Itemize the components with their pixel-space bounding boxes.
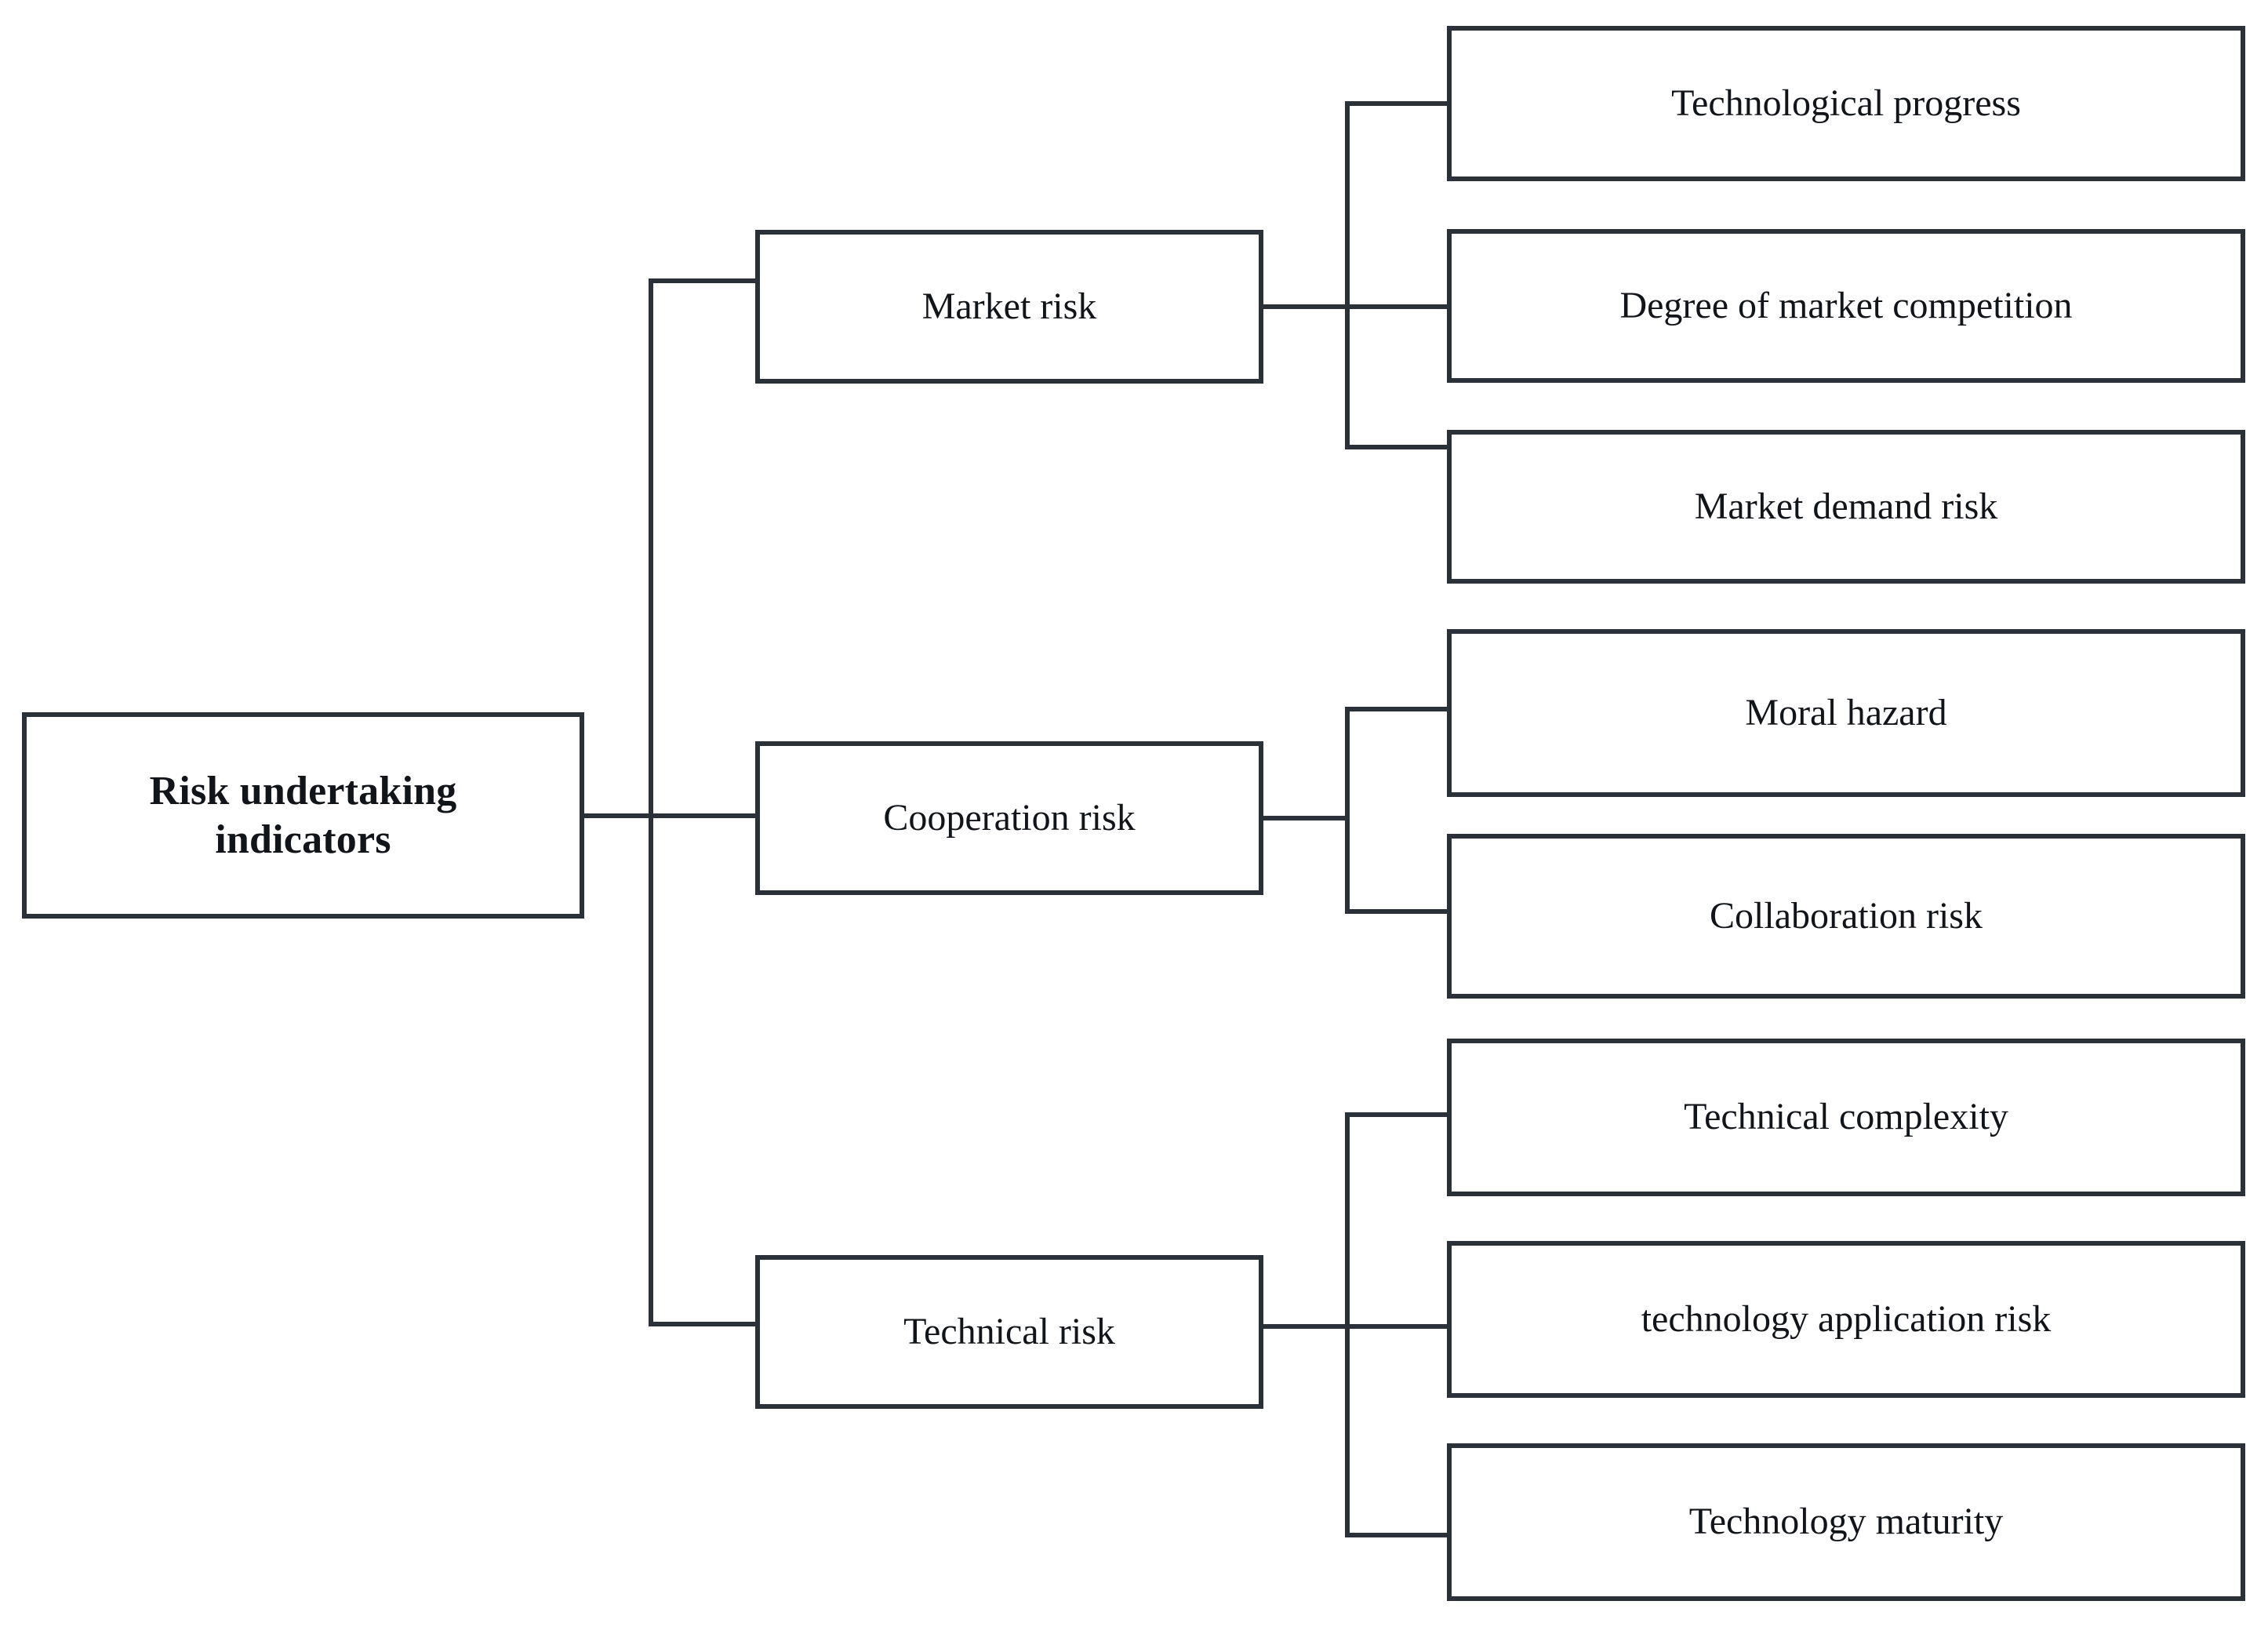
connector-trunk-to-technical-risk: [649, 1322, 758, 1326]
node-leaf-technology-maturity[interactable]: Technology maturity: [1447, 1443, 2245, 1601]
node-leaf-technology-maturity-label: Technology maturity: [1688, 1501, 2004, 1543]
connector-technical-leaf-1: [1345, 1112, 1449, 1117]
node-leaf-technical-complexity-label: Technical complexity: [1684, 1096, 2008, 1138]
node-category-technical-risk-label: Technical risk: [903, 1310, 1115, 1352]
node-leaf-moral-hazard-label: Moral hazard: [1745, 691, 1947, 733]
node-category-market-risk[interactable]: Market risk: [755, 230, 1263, 384]
connector-trunk-to-market-risk: [649, 278, 758, 283]
connector-market-risk-out: [1261, 304, 1350, 309]
connector-cooperation-risk-out: [1261, 816, 1350, 820]
connector-technical-risk-out: [1261, 1324, 1350, 1329]
node-category-cooperation-risk[interactable]: Cooperation risk: [755, 741, 1263, 895]
connector-market-leaf-3: [1345, 445, 1449, 449]
node-category-market-risk-label: Market risk: [921, 285, 1097, 327]
node-leaf-moral-hazard[interactable]: Moral hazard: [1447, 629, 2245, 797]
connector-market-branch-trunk: [1345, 101, 1350, 449]
node-leaf-technical-complexity[interactable]: Technical complexity: [1447, 1039, 2245, 1196]
node-leaf-degree-of-market-competition[interactable]: Degree of market competition: [1447, 229, 2245, 383]
connector-cooperation-leaf-2: [1345, 909, 1449, 914]
node-leaf-market-demand-risk[interactable]: Market demand risk: [1447, 430, 2245, 584]
connector-market-leaf-1: [1345, 101, 1449, 106]
node-leaf-collaboration-risk[interactable]: Collaboration risk: [1447, 834, 2245, 999]
connector-main-trunk: [649, 281, 653, 1326]
node-category-technical-risk[interactable]: Technical risk: [755, 1255, 1263, 1409]
node-root-label-line1: Risk undertaking: [149, 769, 457, 814]
node-leaf-degree-of-market-competition-label: Degree of market competition: [1619, 284, 2073, 326]
node-leaf-technological-progress-label: Technological progress: [1671, 82, 2021, 124]
connector-cooperation-leaf-1: [1345, 707, 1449, 711]
connector-technical-leaf-2: [1345, 1324, 1449, 1329]
node-root-label-line2: indicators: [215, 817, 391, 862]
connector-cooperation-branch-trunk: [1345, 707, 1350, 914]
node-leaf-technological-progress[interactable]: Technological progress: [1447, 26, 2245, 181]
node-leaf-technology-application-risk[interactable]: technology application risk: [1447, 1241, 2245, 1398]
node-leaf-technology-application-risk-label: technology application risk: [1641, 1297, 2052, 1340]
node-leaf-collaboration-risk-label: Collaboration risk: [1710, 894, 1983, 937]
connector-trunk-to-cooperation-risk: [649, 813, 758, 818]
connector-technical-leaf-3: [1345, 1533, 1449, 1537]
node-category-cooperation-risk-label: Cooperation risk: [883, 796, 1136, 839]
node-leaf-market-demand-risk-label: Market demand risk: [1694, 485, 1998, 527]
connector-market-leaf-2: [1345, 304, 1449, 309]
connector-root-to-trunk: [584, 813, 653, 818]
